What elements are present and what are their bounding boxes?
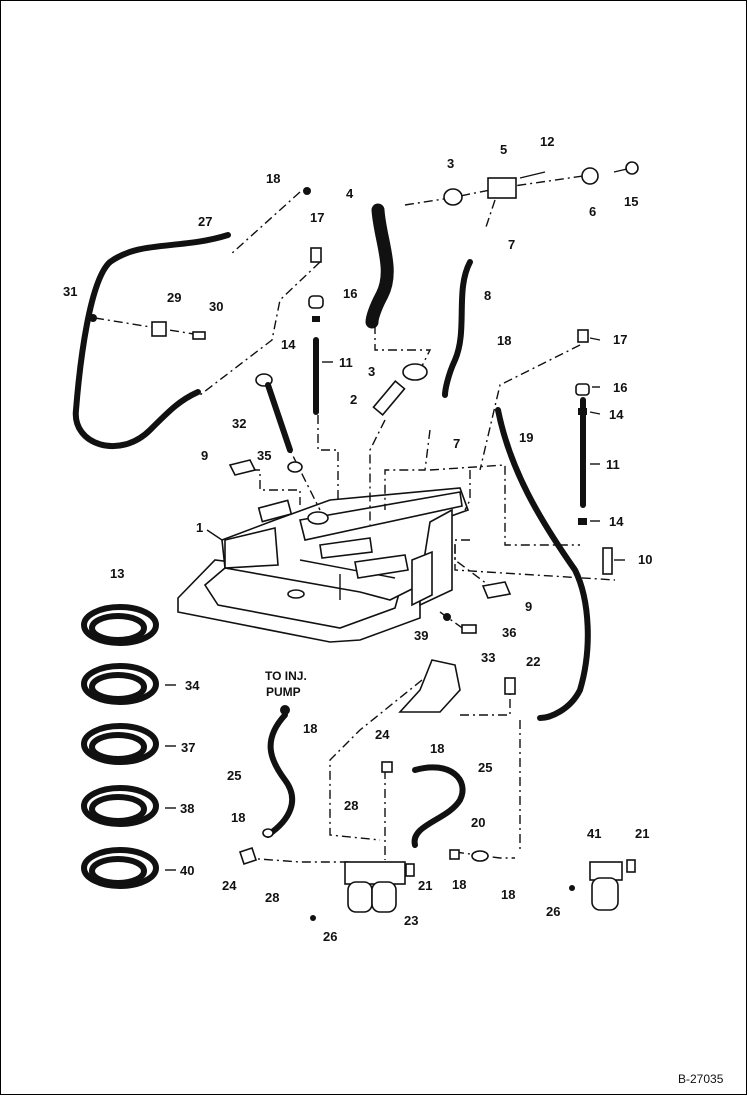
- callout-20: 20: [471, 815, 485, 830]
- callout-39: 39: [414, 628, 428, 643]
- coiled-hose-37: [81, 723, 159, 765]
- fuel-tank: [177, 487, 470, 643]
- callout-4: 4: [346, 186, 354, 201]
- callout-18e: 18: [231, 810, 245, 825]
- callout-1: 1: [196, 520, 203, 535]
- callout-18a: 18: [266, 171, 280, 186]
- callout-38: 38: [180, 801, 194, 816]
- callout-16b: 16: [613, 380, 627, 395]
- callout-21b: 21: [635, 826, 649, 841]
- callout-18f: 18: [452, 877, 466, 892]
- callout-14b: 14: [609, 407, 624, 422]
- callout-19: 19: [519, 430, 533, 445]
- callout-15: 15: [624, 194, 638, 209]
- callout-6: 6: [589, 204, 596, 219]
- hoses: [72, 203, 591, 848]
- callout-17a: 17: [310, 210, 324, 225]
- part-callouts: 1 2 3 3 4 5 6 7 7 8 9 9 10 11 11 12 13 1…: [63, 134, 652, 944]
- callout-23: 23: [404, 913, 418, 928]
- callout-10: 10: [638, 552, 652, 567]
- callout-18c: 18: [303, 721, 317, 736]
- callout-12: 12: [540, 134, 554, 149]
- callout-25a: 25: [227, 768, 241, 783]
- callout-28b: 28: [265, 890, 279, 905]
- callout-32: 32: [232, 416, 246, 431]
- callout-35: 35: [257, 448, 271, 463]
- callout-40: 40: [180, 863, 194, 878]
- callout-7a: 7: [508, 237, 515, 252]
- callout-31: 31: [63, 284, 77, 299]
- callout-37: 37: [181, 740, 195, 755]
- callout-18g: 18: [501, 887, 515, 902]
- callout-lines: [165, 337, 625, 871]
- small-parts: [89, 161, 639, 921]
- callout-5: 5: [500, 142, 507, 157]
- coiled-hose-13: [81, 604, 159, 646]
- coiled-hose-40: [81, 847, 159, 889]
- callout-3a: 3: [447, 156, 454, 171]
- callout-34: 34: [185, 678, 200, 693]
- callout-8: 8: [484, 288, 491, 303]
- callout-7b: 7: [453, 436, 460, 451]
- callout-30: 30: [209, 299, 223, 314]
- callout-26b: 26: [546, 904, 560, 919]
- callout-27: 27: [198, 214, 212, 229]
- callout-36: 36: [502, 625, 516, 640]
- callout-21a: 21: [418, 878, 432, 893]
- drawing-reference-number: B-27035: [678, 1072, 724, 1086]
- callout-26a: 26: [323, 929, 337, 944]
- callout-14a: 14: [281, 337, 296, 352]
- injection-pump-note: TO INJ. PUMP: [265, 669, 307, 699]
- callout-33: 33: [481, 650, 495, 665]
- callout-22: 22: [526, 654, 540, 669]
- callout-3b: 3: [368, 364, 375, 379]
- callout-41: 41: [587, 826, 601, 841]
- callout-28a: 28: [344, 798, 358, 813]
- callout-11b: 11: [606, 457, 620, 472]
- callout-2: 2: [350, 392, 357, 407]
- callout-24a: 24: [375, 727, 390, 742]
- callout-13: 13: [110, 566, 124, 581]
- note-line-2: PUMP: [266, 685, 301, 699]
- callout-29: 29: [167, 290, 181, 305]
- coiled-hose-34: [81, 663, 159, 705]
- callout-9b: 9: [525, 599, 532, 614]
- coiled-hose-38: [81, 785, 159, 827]
- callout-16a: 16: [343, 286, 357, 301]
- callout-25b: 25: [478, 760, 492, 775]
- note-line-1: TO INJ.: [265, 669, 307, 683]
- callout-9a: 9: [201, 448, 208, 463]
- callout-11a: 11: [339, 355, 353, 370]
- callout-18b: 18: [497, 333, 511, 348]
- callout-24b: 24: [222, 878, 237, 893]
- callout-18d: 18: [430, 741, 444, 756]
- callout-14c: 14: [609, 514, 624, 529]
- callout-17b: 17: [613, 332, 627, 347]
